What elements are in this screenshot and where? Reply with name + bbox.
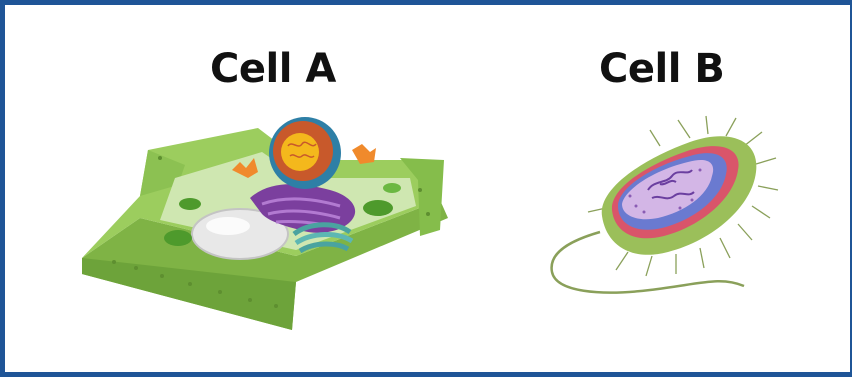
- nucleolus: [281, 133, 319, 171]
- vacuole-highlight: [206, 217, 250, 235]
- bacterial-cell: [552, 116, 778, 293]
- plant-cell: [82, 117, 448, 330]
